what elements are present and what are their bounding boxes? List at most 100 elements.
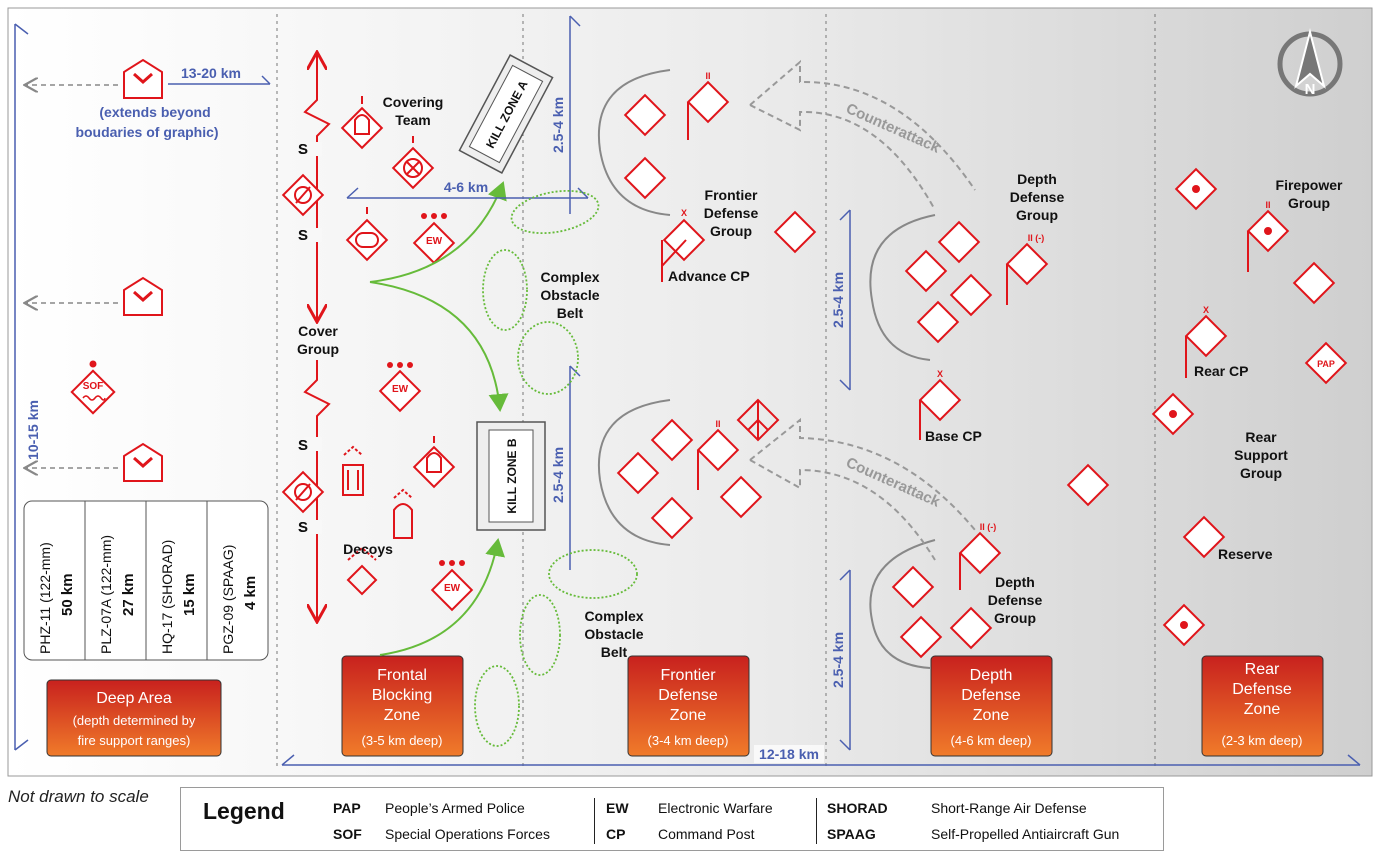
range-value-2: 27 km: [120, 573, 137, 616]
echelon-ii-label: II: [715, 419, 720, 429]
obstacle-belt-2-label-2: Obstacle: [584, 626, 643, 642]
distance-2.5-4-c: 2.5-4 km: [830, 272, 846, 328]
legend-def-sof: Special Operations Forces: [385, 826, 550, 842]
obstacle-belt-1-label-1: Complex: [540, 269, 599, 285]
zone-frontal-title-1: Frontal: [377, 667, 427, 684]
depth-defense-group-bottom-label-3: Group: [994, 610, 1036, 626]
fire-arrows: [369, 181, 509, 656]
ew-unit-icon: [412, 221, 456, 265]
legend-abbr-cp: CP: [606, 826, 626, 842]
barrier-s-label: S: [298, 519, 308, 536]
range-value-3: 15 km: [181, 573, 198, 616]
echelon-ii-label: II: [1265, 200, 1270, 210]
distance-12-18-line: [281, 754, 1361, 766]
ew-label: EW: [426, 236, 443, 247]
depth-defense-group-top-label-1: Depth: [1017, 171, 1057, 187]
zone-frontier-title-1: Frontier: [660, 667, 716, 684]
kill-zone-a: KILL ZONE A: [458, 54, 554, 174]
obstacle-belt-2-label-3: Belt: [601, 644, 628, 660]
zone-depth-title-1: Depth: [970, 667, 1013, 684]
recon-unit-icon: [123, 58, 163, 99]
frontier-defense-group-label-1: Frontier: [705, 187, 758, 203]
legend-abbr-shorad: SHORAD: [827, 800, 888, 816]
range-value-4: 4 km: [242, 576, 259, 610]
depth-defense-group-bottom-label-1: Depth: [995, 574, 1035, 590]
zone-rear-title-2: Defense: [1232, 681, 1292, 698]
obstacle-belt-2-label-1: Complex: [584, 608, 643, 624]
ew-unit-icon: [430, 568, 474, 612]
recon-unit-icon: [123, 276, 163, 316]
legend-def-cp: Command Post: [658, 826, 755, 842]
legend-abbr-spaag: SPAAG: [827, 826, 876, 842]
defense-arcs: [597, 69, 936, 669]
rear-support-group-label-3: Group: [1240, 465, 1282, 481]
ew-label: EW: [392, 384, 409, 395]
legend-def-spaag: Self-Propelled Antiaircraft Gun: [931, 826, 1120, 842]
barrier-s-marker: S: [298, 437, 308, 454]
echelon-ii-minus-label: II (-): [980, 522, 997, 532]
svg-text:SOF: SOF: [83, 381, 104, 392]
distance-2.5-4-a: 2.5-4 km: [550, 97, 566, 153]
range-value-1: 50 km: [59, 573, 76, 616]
depth-defense-group-top-label-3: Group: [1016, 207, 1058, 223]
compass-letter: N: [1305, 81, 1316, 98]
obstacle-belt-1-label-3: Belt: [557, 305, 584, 321]
zone-boxes: Deep Area (depth determined by fire supp…: [46, 655, 1324, 757]
zone-dividers: [276, 14, 1156, 770]
distance-4-6-line: [346, 187, 589, 199]
counterattack-arrows: [749, 59, 976, 561]
zone-depth-title-2: Defense: [961, 687, 1021, 704]
obstacle-belt-1-label-2: Obstacle: [540, 287, 599, 303]
legend-abbr-ew: EW: [606, 800, 629, 816]
distance-12-18: 12-18 km: [759, 746, 819, 762]
distance-4-6: 4-6 km: [444, 179, 488, 195]
echelon-ii-minus-label: II (-): [1028, 233, 1045, 243]
legend-separator: [594, 798, 595, 844]
decoys-label: Decoys: [343, 541, 393, 557]
armor-unit-icon: [345, 218, 389, 262]
zone-box-frontier: [627, 655, 750, 757]
distance-2.5-4-d: 2.5-4 km: [830, 632, 846, 688]
frontier-defense-group-label-3: Group: [710, 223, 752, 239]
zone-frontal-title-2: Blocking: [372, 687, 432, 704]
rear-cp-label: Rear CP: [1194, 363, 1248, 379]
legend-box: Legend PAP People’s Armed Police SOF Spe…: [180, 787, 1164, 851]
pap-label: PAP: [1317, 359, 1335, 369]
barrier-s-label: S: [298, 227, 308, 244]
zone-frontal-sub: (3-5 km deep): [362, 733, 443, 748]
recon-unit-icon: [123, 442, 163, 482]
weapon-range-table: PHZ-11 (122-mm) 50 km PLZ-07A (122-mm) 2…: [23, 500, 269, 661]
range-system-1: PHZ-11 (122-mm): [37, 542, 53, 654]
cover-group-label-2: Group: [297, 341, 339, 357]
echelon-ii-label: II: [705, 71, 710, 81]
legend-separator: [816, 798, 817, 844]
firepower-group-label-2: Group: [1288, 195, 1330, 211]
distance-10-15: 10-15 km: [25, 400, 41, 460]
echelon-x-label: X: [681, 208, 687, 218]
depth-defense-group-top-label-2: Defense: [1010, 189, 1065, 205]
zone-box-deep: [46, 679, 222, 757]
frontal-zone-units: [281, 106, 474, 612]
north-compass-icon: N: [1277, 28, 1343, 98]
svg-text:KILL ZONE B: KILL ZONE B: [505, 438, 519, 513]
sof-unit-icon: SOF: [70, 360, 116, 415]
distance-2.5-4-b: 2.5-4 km: [550, 447, 566, 503]
ew-unit-icon: [378, 369, 422, 413]
reserve-label: Reserve: [1218, 546, 1273, 562]
zone-rear-sub: (2-3 km deep): [1222, 733, 1303, 748]
zone-box-frontal: [341, 655, 464, 757]
zone-deep-sub1: (depth determined by: [73, 713, 196, 728]
not-to-scale-note: Not drawn to scale: [8, 787, 149, 806]
zone-deep-title: Deep Area: [96, 690, 172, 707]
zone-frontier-title-3: Zone: [670, 707, 707, 724]
rear-support-group-label-2: Support: [1234, 447, 1288, 463]
cover-group-label-1: Cover: [298, 323, 338, 339]
ew-label: EW: [444, 583, 461, 594]
legend-title: Legend: [203, 798, 285, 824]
advance-cp-label: Advance CP: [668, 268, 750, 284]
zone-depth-sub: (4-6 km deep): [951, 733, 1032, 748]
zone-frontier-sub: (3-4 km deep): [648, 733, 729, 748]
zone-rear-title-3: Zone: [1244, 701, 1281, 718]
zone-deep-sub2: fire support ranges): [78, 733, 191, 748]
